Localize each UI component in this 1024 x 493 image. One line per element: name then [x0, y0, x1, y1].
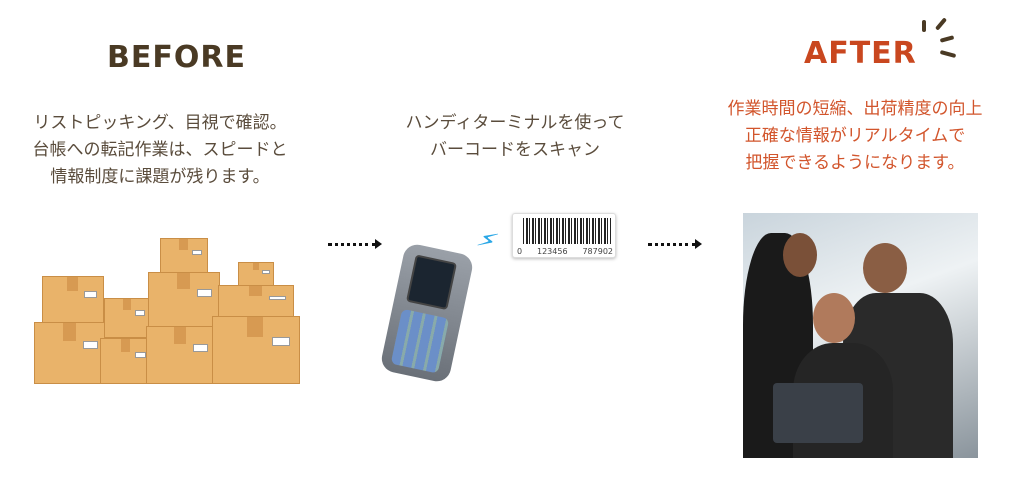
after-line: 正確な情報がリアルタイムで — [744, 126, 966, 146]
before-description: リストピッキング、目視で確認。 台帳への転記作業は、スピードと 情報制度に課題が… — [0, 110, 320, 191]
barcode-digit: 0 — [517, 247, 523, 256]
before-line: リストピッキング、目視で確認。 — [33, 113, 287, 133]
barcode-label: 0 123456 787902 — [512, 213, 616, 258]
arrow-right-icon — [648, 239, 702, 249]
before-line: 台帳への転記作業は、スピードと — [32, 140, 288, 160]
barcode-digits: 123456 — [537, 247, 568, 256]
after-title: AFTER — [804, 36, 917, 71]
after-description: 作業時間の短縮、出荷精度の向上 正確な情報がリアルタイムで 把握できるようになり… — [690, 96, 1020, 177]
handheld-terminal-illustration — [379, 242, 475, 384]
lightning-icon: ⚡ — [472, 223, 502, 259]
middle-line: ハンディターミナルを使って — [405, 113, 625, 133]
office-team-photo — [743, 213, 978, 458]
before-line: 情報制度に課題が残ります。 — [50, 167, 270, 187]
barcode-digits: 787902 — [582, 247, 613, 256]
arrow-right-icon — [328, 239, 382, 249]
middle-description: ハンディターミナルを使って バーコードをスキャン — [365, 110, 665, 164]
after-line: 作業時間の短縮、出荷精度の向上 — [727, 99, 983, 119]
middle-line: バーコードをスキャン — [430, 140, 600, 160]
after-line: 把握できるようになります。 — [745, 153, 965, 173]
before-title: BEFORE — [107, 40, 246, 75]
